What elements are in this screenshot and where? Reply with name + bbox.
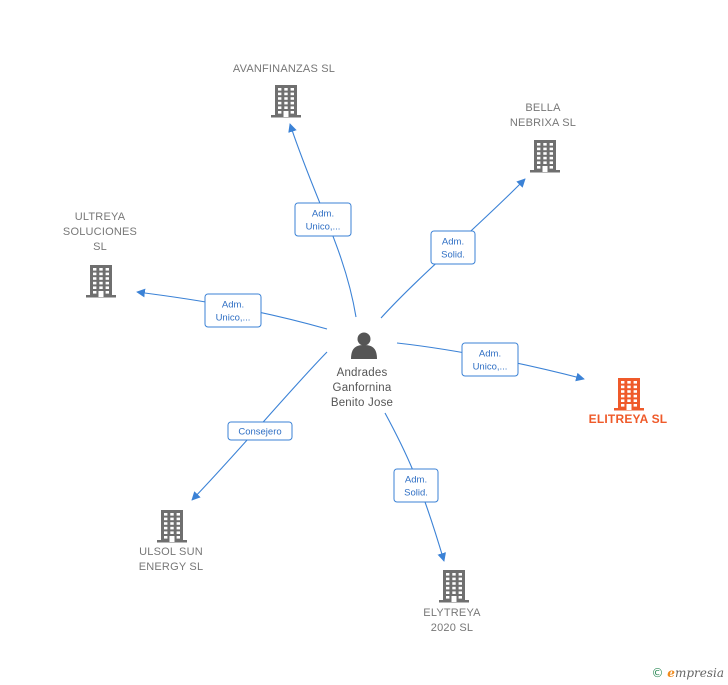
edge-label-box bbox=[393, 468, 439, 503]
building-icon[interactable] bbox=[530, 140, 560, 173]
company-node-avanfinanzas[interactable]: AVANFINANZAS SL bbox=[233, 63, 335, 118]
building-icon[interactable] bbox=[86, 265, 116, 298]
company-name: AVANFINANZAS SL bbox=[233, 63, 335, 75]
edge-avanfinanzas[interactable]: Adm.Unico,... bbox=[288, 123, 357, 318]
empresia-watermark[interactable]: © empresia bbox=[651, 666, 724, 680]
company-name: ELITREYA SL bbox=[589, 412, 668, 426]
edge-elitreya[interactable]: Adm.Unico,... bbox=[396, 342, 585, 382]
edge-ulsol[interactable]: Consejero bbox=[191, 351, 328, 501]
edge-ultreya[interactable]: Adm.Unico,... bbox=[136, 288, 328, 330]
edge-label: Adm.Unico,... bbox=[306, 209, 341, 233]
edge-bella[interactable]: Adm.Solid. bbox=[380, 178, 526, 319]
building-icon[interactable] bbox=[271, 85, 301, 118]
edge-elytreya[interactable]: Adm.Solid. bbox=[384, 412, 446, 562]
edge-label-box bbox=[227, 421, 293, 441]
edge-label: Adm.Unico,... bbox=[216, 300, 251, 324]
edge-label: Adm.Solid. bbox=[441, 237, 465, 261]
edge-label: Adm.Unico,... bbox=[473, 349, 508, 373]
edge-label: Adm.Solid. bbox=[404, 475, 428, 499]
edge-label-box bbox=[461, 342, 519, 377]
copyright-icon: © bbox=[651, 666, 664, 680]
edge-label: Consejero bbox=[238, 427, 281, 438]
building-icon[interactable] bbox=[614, 378, 644, 411]
edge-label-box bbox=[204, 293, 262, 328]
edge-label-box bbox=[294, 202, 352, 237]
building-icon[interactable] bbox=[157, 510, 187, 543]
company-node-elitreya[interactable]: ELITREYA SL bbox=[589, 378, 668, 426]
person-icon[interactable] bbox=[351, 332, 377, 360]
brand-logo: empresia bbox=[667, 666, 724, 680]
building-icon[interactable] bbox=[439, 570, 469, 603]
edge-label-box bbox=[430, 230, 476, 265]
